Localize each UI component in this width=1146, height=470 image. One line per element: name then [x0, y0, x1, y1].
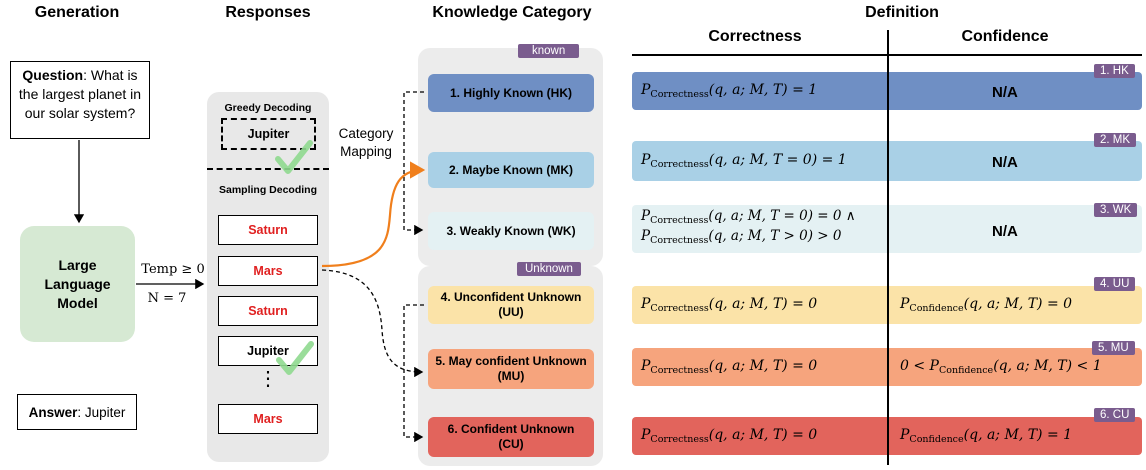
confidence-formula-cu: PConfidence(q, a; M, T) = 1: [900, 427, 1073, 445]
correctness-formula-mk: PCorrectness(q, a; M, T = 0) = 1: [641, 152, 847, 170]
header-generation: Generation: [34, 4, 120, 21]
row-tag-wk: 3. WK: [1094, 203, 1138, 217]
category-cu: 6. Confident Unknown (CU): [428, 417, 594, 457]
check-icon: [275, 140, 313, 174]
category-mu: 5. May confident Unknown (MU): [428, 349, 594, 389]
answer-text: : Jupiter: [77, 404, 126, 420]
row-tag-cu: 6. CU: [1094, 408, 1136, 422]
category-hk: 1. Highly Known (HK): [428, 74, 594, 112]
column-divider: [887, 30, 889, 465]
row-tag-hk: 1. HK: [1094, 64, 1135, 78]
correctness-formula-wk-2: PCorrectness(q, a; M, T > 0) > 0: [641, 228, 842, 246]
greedy-sampling-separator: [207, 168, 329, 170]
confidence-na-mk: N/A: [992, 154, 1018, 171]
header-definition: Definition: [865, 4, 939, 21]
correctness-formula-mu: PCorrectness(q, a; M, T) = 0: [641, 358, 818, 376]
question-text: : What is the largest planet in our sola…: [18, 67, 142, 121]
greedy-title: Greedy Decoding: [224, 102, 312, 114]
sampling-response: Jupiter: [218, 336, 318, 366]
confidence-na-wk: N/A: [992, 223, 1018, 240]
row-tag-mk: 2. MK: [1094, 133, 1137, 147]
n-label: N = 7: [147, 291, 187, 306]
sampling-response: Saturn: [218, 296, 318, 326]
sampling-response: Saturn: [218, 215, 318, 245]
header-knowledge-category: Knowledge Category: [432, 4, 592, 21]
confidence-formula-uu: PConfidence(q, a; M, T) = 0: [900, 296, 1073, 314]
sampling-response: Mars: [218, 256, 318, 286]
greedy-response: Jupiter: [221, 118, 316, 150]
header-confidence: Confidence: [961, 28, 1049, 45]
correctness-formula-cu: PCorrectness(q, a; M, T) = 0: [641, 427, 818, 445]
confidence-na-hk: N/A: [992, 84, 1018, 101]
correctness-formula-hk: PCorrectness(q, a; M, T) = 1: [641, 82, 818, 100]
correctness-formula-wk: PCorrectness(q, a; M, T = 0) = 0 ∧: [641, 208, 856, 226]
ellipsis: ⋮: [258, 368, 278, 390]
question-label: Question: [22, 67, 84, 83]
sampling-response: Mars: [218, 404, 318, 434]
check-icon: [276, 341, 314, 375]
category-mapping-label: Category Mapping: [338, 126, 394, 159]
header-responses: Responses: [225, 4, 311, 21]
confidence-formula-mu: 0 < PConfidence(q, a; M, T) < 1: [900, 358, 1102, 376]
answer-label: Answer: [28, 404, 78, 420]
sampling-title: Sampling Decoding: [218, 184, 317, 196]
row-tag-uu: 4. UU: [1094, 277, 1136, 291]
known-tag: known: [518, 44, 580, 58]
answer-box: Answer: Jupiter: [17, 394, 137, 430]
category-uu: 4. Unconfident Unknown (UU): [428, 286, 594, 324]
llm-label: Large Language Model: [44, 256, 111, 311]
category-wk: 3. Weakly Known (WK): [428, 212, 594, 250]
llm-box: Large Language Model: [20, 226, 135, 342]
correctness-formula-uu: PCorrectness(q, a; M, T) = 0: [641, 296, 818, 314]
header-correctness: Correctness: [708, 28, 802, 45]
unknown-tag: Unknown: [517, 262, 581, 276]
row-tag-mu: 5. MU: [1092, 341, 1135, 355]
temp-label: Temp ≥ 0: [141, 262, 205, 277]
question-box: Question: What is the largest planet in …: [10, 61, 150, 139]
category-mk: 2. Maybe Known (MK): [428, 152, 594, 188]
